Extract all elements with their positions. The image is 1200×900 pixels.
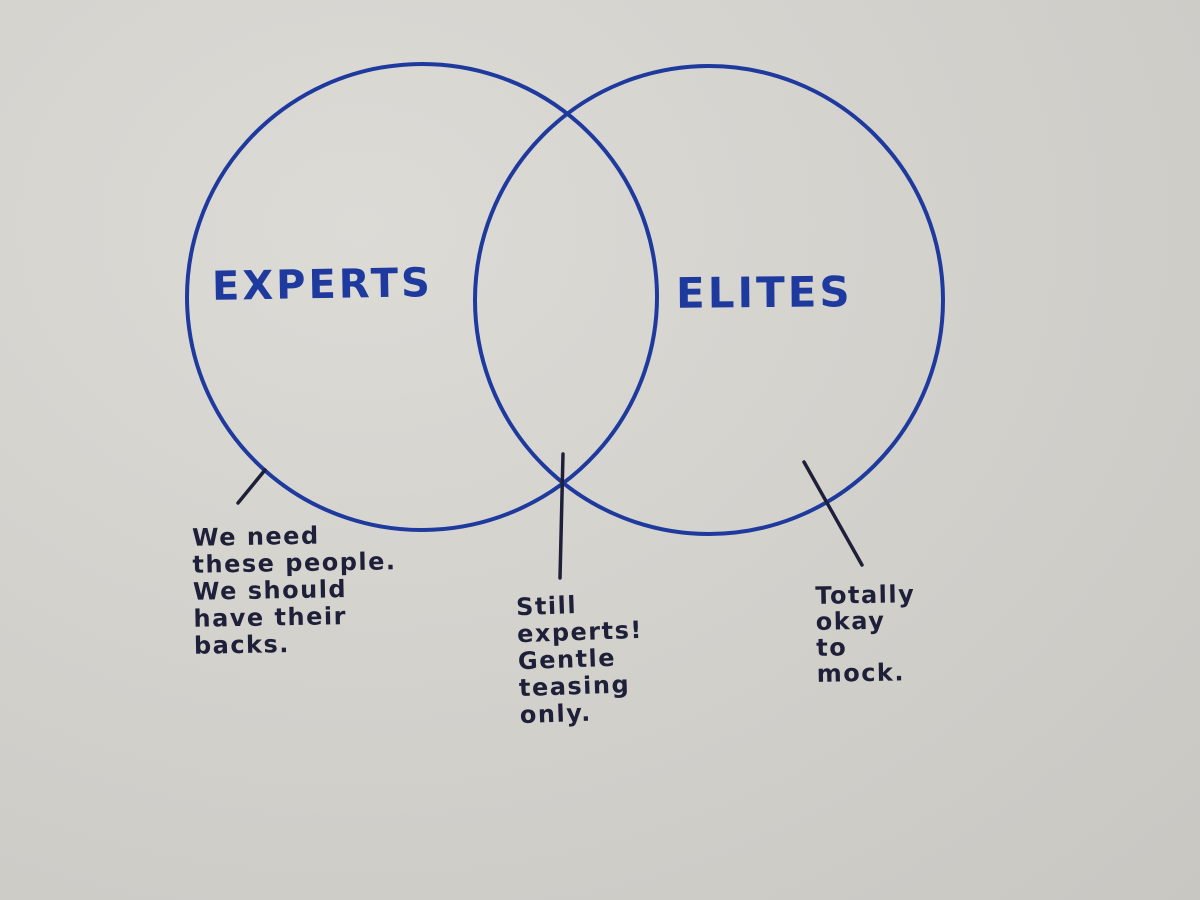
elites-set-label: ELITES — [675, 267, 853, 318]
experts-circle — [185, 61, 659, 533]
experts-annotation: We need these people. We should have the… — [191, 521, 397, 660]
overlap-annotation: Still experts! Gentle teasing only. — [515, 591, 644, 730]
experts-set-label: EXPERTS — [211, 260, 434, 310]
overlap-pointer-line — [558, 452, 565, 580]
experts-pointer-line — [236, 468, 267, 505]
elites-pointer-line — [802, 460, 864, 567]
elites-circle — [473, 64, 945, 536]
elites-annotation: Totally okay to mock. — [815, 580, 916, 688]
